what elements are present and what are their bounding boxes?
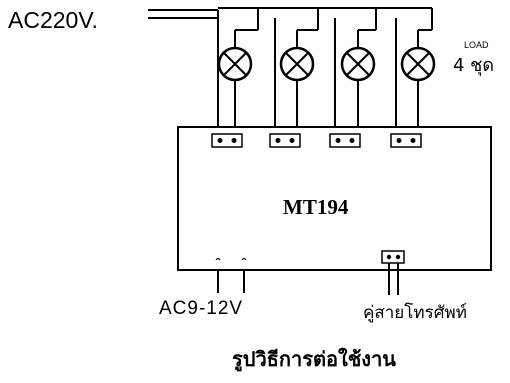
load-label-line2: 4 ชุด bbox=[453, 55, 494, 76]
terminal-block-3 bbox=[329, 133, 361, 148]
power-input-marks bbox=[215, 257, 247, 261]
phone-terminal-block bbox=[381, 250, 405, 264]
terminal-block-4 bbox=[390, 133, 422, 148]
lamp-4 bbox=[395, 8, 436, 140]
lamp-icon bbox=[400, 46, 436, 82]
terminal-block-2 bbox=[269, 133, 301, 148]
lamp-icon bbox=[279, 46, 315, 82]
module-box bbox=[177, 126, 492, 271]
supply-label: AC220V. bbox=[8, 7, 98, 33]
caption: รูปวิธีการต่อใช้งาน bbox=[232, 347, 396, 373]
power-input-wires bbox=[217, 270, 245, 293]
lamps bbox=[217, 7, 436, 140]
load-terminals bbox=[211, 133, 422, 148]
terminal-block-1 bbox=[211, 133, 243, 148]
load-terminal-screws bbox=[217, 138, 416, 143]
power-in-label: AC9-12V bbox=[159, 298, 243, 319]
phone-line-label: คู่สายโทรศัพท์ bbox=[363, 302, 467, 323]
lamp-2 bbox=[274, 8, 319, 140]
lamp-3 bbox=[334, 8, 377, 140]
lamp-icon bbox=[217, 46, 253, 82]
module-label: MT194 bbox=[283, 195, 349, 219]
load-label-line1: LOAD bbox=[464, 40, 489, 50]
phone-line-wires bbox=[388, 263, 399, 295]
lamp-1 bbox=[217, 8, 259, 140]
supply-bus bbox=[148, 9, 218, 19]
lamp-icon bbox=[340, 46, 376, 82]
